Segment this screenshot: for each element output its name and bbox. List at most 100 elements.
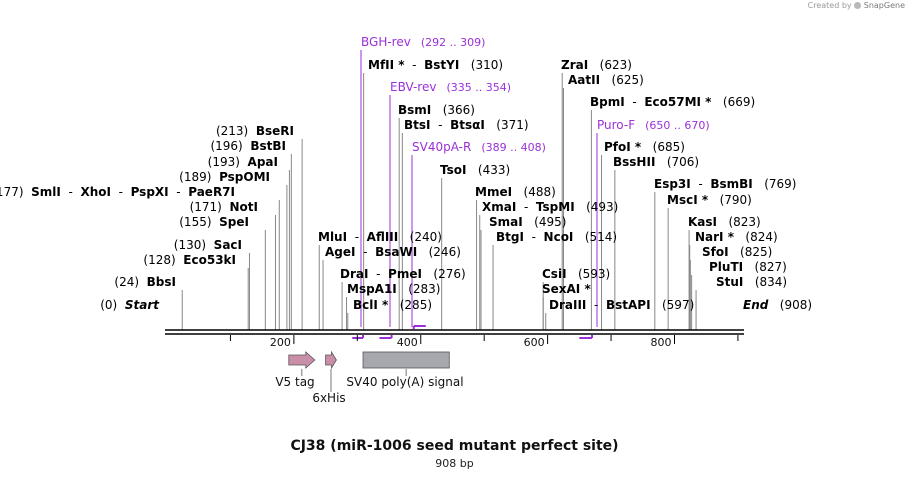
svg-text:BtgI - NcoI (514): BtgI - NcoI (514) xyxy=(496,230,617,244)
svg-text:MscI * (790): MscI * (790) xyxy=(667,193,752,207)
primer-range: (335 .. 354) xyxy=(446,81,511,94)
enzyme-position: (213) xyxy=(216,124,256,138)
enzyme-label-end: End (908) xyxy=(743,298,812,312)
svg-text:StuI (834): StuI (834) xyxy=(716,275,787,289)
enzyme-label-kasi: KasI (823) xyxy=(688,215,761,229)
enzyme-name: TsoI xyxy=(440,163,466,177)
enzyme-name: BsmBI xyxy=(710,177,752,191)
enzyme-position: (283) xyxy=(397,282,441,296)
enzyme-name: BtsαI xyxy=(450,118,485,132)
enzyme-name: DraIII xyxy=(549,298,586,312)
enzyme-name: KasI xyxy=(688,215,717,229)
primer-label-bgh-rev: BGH-rev(292 .. 309) xyxy=(361,35,485,49)
enzyme-name: End xyxy=(743,298,769,312)
enzyme-position: (310) xyxy=(459,58,503,72)
enzyme-name: BtgI xyxy=(496,230,524,244)
enzyme-label-saci: (130) SacI xyxy=(174,238,242,252)
enzyme-position: (196) xyxy=(210,139,250,153)
enzyme-name: XmaI xyxy=(482,200,516,214)
enzyme-label-csii: CsiI (593) xyxy=(542,267,610,281)
enzyme-position: (155) xyxy=(179,215,219,229)
enzyme-position: (488) xyxy=(512,185,556,199)
enzyme-position: (276) xyxy=(422,267,466,281)
enzyme-label-bpmi: BpmI - Eco57MI * (669) xyxy=(590,95,755,109)
enzyme-position: (285) xyxy=(388,298,432,312)
feature-label-v5-tag: V5 tag xyxy=(275,375,314,389)
enzyme-name: PspXI xyxy=(131,185,169,199)
svg-text:DraIII - BstAPI (597): DraIII - BstAPI (597) xyxy=(549,298,694,312)
feature-track xyxy=(288,350,450,392)
enzyme-position: (0) xyxy=(100,298,125,312)
svg-text:MmeI (488): MmeI (488) xyxy=(475,185,556,199)
enzyme-position: (790) xyxy=(708,193,752,207)
ruler-tick-label: 400 xyxy=(397,336,418,349)
enzyme-label-stui: StuI (834) xyxy=(716,275,787,289)
enzyme-label-bseri: (213) BseRI xyxy=(216,124,294,138)
primer-label-ebv-rev: EBV-rev(335 .. 354) xyxy=(390,80,511,94)
svg-text:KasI (823): KasI (823) xyxy=(688,215,761,229)
svg-text:SmaI (495): SmaI (495) xyxy=(489,215,566,229)
enzyme-name: SmlI xyxy=(31,185,61,199)
credit-brand: SnapGene xyxy=(863,1,905,10)
svg-text:BtsI - BtsαI (371): BtsI - BtsαI (371) xyxy=(404,118,529,132)
svg-text:PluTI (827): PluTI (827) xyxy=(709,260,787,274)
svg-text:MluI - AflIII (240): MluI - AflIII (240) xyxy=(318,230,442,244)
svg-text:(130) SacI: (130) SacI xyxy=(174,238,242,252)
svg-text:(213) BseRI: (213) BseRI xyxy=(216,124,294,138)
enzyme-name: AflIII xyxy=(367,230,399,244)
enzyme-position: (128) xyxy=(143,253,183,267)
enzyme-label-spei: (155) SpeI xyxy=(179,215,249,229)
enzyme-position: (366) xyxy=(431,103,475,117)
svg-text:(196) BstBI: (196) BstBI xyxy=(210,139,286,153)
svg-text:End (908): End (908) xyxy=(743,298,812,312)
enzyme-label-mlui: MluI - AflIII (240) xyxy=(318,230,442,244)
enzyme-name: MscI * xyxy=(667,193,709,207)
svg-text:(128) Eco53kI: (128) Eco53kI xyxy=(143,253,236,267)
enzyme-name: MfII * xyxy=(368,58,405,72)
enzyme-position: (825) xyxy=(729,245,773,259)
svg-text:(193) ApaI: (193) ApaI xyxy=(208,155,278,169)
svg-text:MfII * - BstYI (310): MfII * - BstYI (310) xyxy=(368,58,503,72)
enzyme-name: AatII xyxy=(568,73,600,87)
enzyme-name: BsaWI xyxy=(375,245,417,259)
enzyme-name: NarI * xyxy=(695,230,735,244)
primer-range: (292 .. 309) xyxy=(421,36,486,49)
enzyme-name: BsmI xyxy=(398,103,431,117)
enzyme-position: (685) xyxy=(641,140,685,154)
svg-text:SexAI *: SexAI * xyxy=(542,282,591,296)
enzyme-position: (495) xyxy=(523,215,567,229)
feature-6xhis-arrow xyxy=(325,350,337,370)
enzyme-name: SexAI * xyxy=(542,282,591,296)
primer-name: SV40pA-R xyxy=(412,140,471,154)
enzyme-label-drai: DraI - PmeI (276) xyxy=(340,267,466,281)
enzyme-label-mfii: MfII * - BstYI (310) xyxy=(368,58,503,72)
enzyme-label-sexai: SexAI * xyxy=(542,282,591,296)
svg-text:BsmI (366): BsmI (366) xyxy=(398,103,475,117)
enzyme-position: (706) xyxy=(655,155,699,169)
enzyme-position: (433) xyxy=(466,163,510,177)
enzyme-name: TspMI xyxy=(536,200,575,214)
svg-text:BpmI - Eco57MI * (669): BpmI - Eco57MI * (669) xyxy=(590,95,755,109)
enzyme-label-aatii: AatII (625) xyxy=(568,73,644,87)
enzyme-label-noti: (171) NotI xyxy=(190,200,258,214)
credit-prefix: Created by xyxy=(807,1,852,10)
svg-text:ZraI (623): ZraI (623) xyxy=(561,58,632,72)
enzyme-name: BpmI xyxy=(590,95,625,109)
enzyme-label-bstbi: (196) BstBI xyxy=(210,139,286,153)
enzyme-label-bcli: BclI * (285) xyxy=(353,298,432,312)
primer-name: Puro-F xyxy=(597,118,635,132)
enzyme-label-esp3i: Esp3I - BsmBI (769) xyxy=(654,177,796,191)
enzyme-label-pfoi: PfoI * (685) xyxy=(604,140,685,154)
enzyme-label-xmai: XmaI - TspMI (493) xyxy=(482,200,618,214)
enzyme-label-bsmi: BsmI (366) xyxy=(398,103,475,117)
enzyme-label-apai: (193) ApaI xyxy=(208,155,278,169)
enzyme-position: (177) xyxy=(0,185,31,199)
svg-text:(24) BbsI: (24) BbsI xyxy=(114,275,176,289)
enzyme-position: (625) xyxy=(600,73,644,87)
enzyme-name: PluTI xyxy=(709,260,743,274)
enzyme-label-pspomi: (189) PspOMI xyxy=(179,170,270,184)
map-title: CJ38 (miR-1006 seed mutant perfect site) xyxy=(290,438,619,454)
enzyme-name: BstBI xyxy=(250,139,286,153)
svg-text:NarI * (824): NarI * (824) xyxy=(695,230,778,244)
